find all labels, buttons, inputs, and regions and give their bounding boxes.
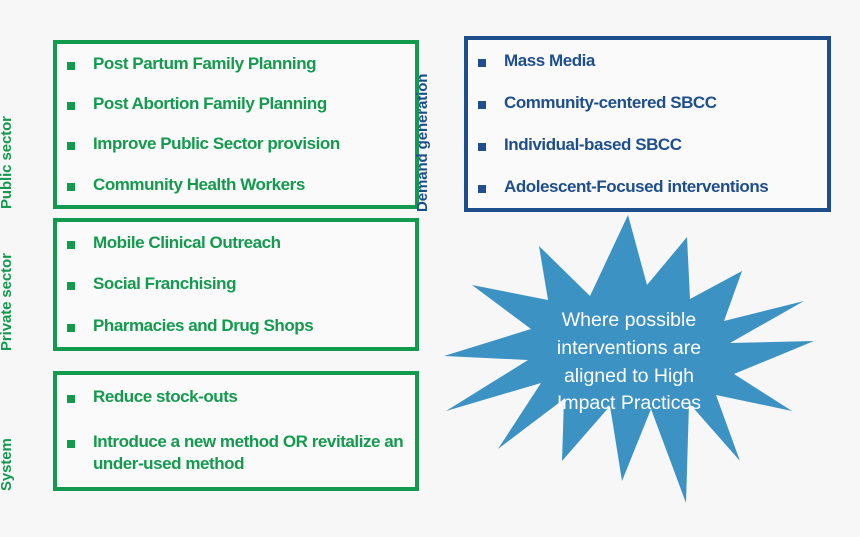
list-item: Adolescent-Focused interventions — [468, 176, 827, 199]
square-bullet-icon — [478, 184, 486, 193]
starburst-line: interventions are — [556, 336, 702, 359]
square-bullet-icon — [478, 100, 486, 109]
item-list-private-sector: Mobile Clinical Outreach Social Franchis… — [57, 222, 415, 347]
starburst-callout: Where possible interventions are aligned… — [442, 213, 816, 510]
list-item-label: Mobile Clinical Outreach — [93, 232, 281, 252]
list-item: Post Partum Family Planning — [57, 53, 415, 76]
list-item-label: Community-centered SBCC — [504, 92, 717, 112]
group-label-public-sector: Public sector — [0, 116, 15, 209]
group-private-sector: Private sector Mobile Clinical Outreach … — [0, 218, 419, 351]
list-item-label: Community Health Workers — [93, 174, 305, 194]
group-box-private-sector: Mobile Clinical Outreach Social Franchis… — [53, 218, 419, 351]
item-list-system: Reduce stock-outs Introduce a new method… — [57, 375, 415, 487]
square-bullet-icon — [67, 142, 75, 151]
group-demand-generation: Demand generation Mass Media Community-c… — [414, 36, 831, 212]
square-bullet-icon — [67, 282, 75, 291]
list-item-label: Post Partum Family Planning — [93, 53, 317, 73]
group-public-sector: Public sector Post Partum Family Plannin… — [0, 40, 419, 209]
group-label-private-sector: Private sector — [0, 253, 15, 351]
list-item-label: Pharmacies and Drug Shops — [93, 315, 314, 335]
list-item: Pharmacies and Drug Shops — [57, 315, 415, 338]
square-bullet-icon — [67, 61, 75, 70]
square-bullet-icon — [478, 58, 486, 67]
list-item: Social Franchising — [57, 273, 415, 296]
list-item: Post Abortion Family Planning — [57, 93, 415, 116]
list-item: Mobile Clinical Outreach — [57, 232, 415, 255]
list-item: Mass Media — [468, 50, 827, 73]
starburst-line: aligned to High — [563, 364, 695, 387]
square-bullet-icon — [67, 102, 75, 111]
list-item-label: Improve Public Sector provision — [93, 134, 340, 154]
group-label-system: System — [0, 438, 15, 491]
group-system: System Reduce stock-outs Introduce a new… — [0, 371, 419, 491]
starburst-line: Impact Practices — [556, 392, 702, 415]
list-item-label: Reduce stock-outs — [93, 387, 238, 407]
starburst-text-block: Where possible interventions are aligned… — [442, 213, 816, 510]
square-bullet-icon — [67, 439, 75, 448]
square-bullet-icon — [67, 395, 75, 404]
list-item-label: Individual-based SBCC — [504, 134, 682, 154]
list-item-label: Mass Media — [504, 50, 595, 70]
square-bullet-icon — [67, 323, 75, 332]
square-bullet-icon — [67, 240, 75, 249]
square-bullet-icon — [478, 142, 486, 151]
list-item: Improve Public Sector provision — [57, 133, 415, 156]
group-box-public-sector: Post Partum Family Planning Post Abortio… — [53, 40, 419, 209]
list-item-label: Adolescent-Focused interventions — [504, 176, 769, 196]
list-item: Introduce a new method OR revitalize an … — [57, 431, 415, 476]
list-item-label: Post Abortion Family Planning — [93, 94, 327, 114]
group-box-system: Reduce stock-outs Introduce a new method… — [53, 371, 419, 491]
group-box-demand-generation: Mass Media Community-centered SBCC Indiv… — [464, 36, 831, 212]
starburst-shape-icon — [444, 215, 814, 503]
item-list-demand-generation: Mass Media Community-centered SBCC Indiv… — [468, 40, 827, 208]
list-item-label: Introduce a new method OR revitalize an … — [93, 431, 404, 474]
starburst-line: Where possible — [561, 309, 697, 332]
list-item: Community Health Workers — [57, 174, 415, 197]
list-item: Community-centered SBCC — [468, 92, 827, 115]
square-bullet-icon — [67, 182, 75, 191]
group-label-demand-generation: Demand generation — [414, 73, 431, 212]
list-item: Reduce stock-outs — [57, 386, 415, 409]
list-item: Individual-based SBCC — [468, 134, 827, 157]
list-item-label: Social Franchising — [93, 274, 237, 294]
item-list-public-sector: Post Partum Family Planning Post Abortio… — [57, 44, 415, 205]
